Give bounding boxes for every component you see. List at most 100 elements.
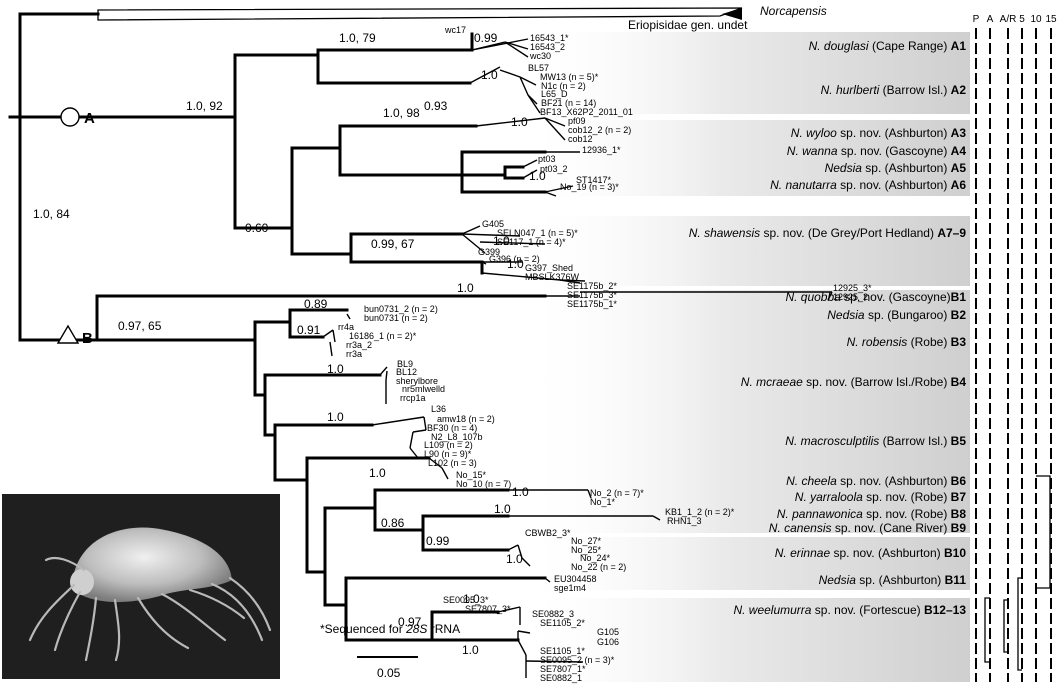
tip-label: No_10 (n = 7) <box>456 479 511 489</box>
clade-label: N. wanna sp. nov. (Gascoyne) A4 <box>787 144 967 158</box>
support-b7: 1.0 <box>512 485 529 499</box>
tip-label: 12925_2 <box>833 292 868 302</box>
support-b8-b10: 0.86 <box>381 516 405 530</box>
clade-label: Nedsia sp. (Ashburton) A5 <box>825 161 967 175</box>
tip-label: ST1417* <box>576 175 612 185</box>
tip-label: RHN1_3 <box>667 516 702 526</box>
tip-branch <box>479 241 546 245</box>
tip-label: 16186_1 (n = 2)* <box>349 331 417 341</box>
tip-label: 12936_1* <box>582 145 621 155</box>
clade-label: N. robensis (Robe) B3 <box>847 335 967 349</box>
support-a7-9: 0.99, 67 <box>371 237 415 251</box>
tip-label: SELN047_1 (n = 5)* <box>497 228 578 238</box>
tip-branch <box>544 185 574 193</box>
clade-code: B11 <box>945 573 967 587</box>
tip-branch <box>409 431 414 449</box>
tip-label: No_1* <box>590 497 616 507</box>
clade-label: N. mcraeae sp. nov. (Barrow Isl./Robe) B… <box>741 375 967 389</box>
clade-species: N. wanna <box>787 144 838 158</box>
clade-code: B5 <box>951 434 967 448</box>
support-b3: 0.91 <box>297 323 321 337</box>
clade-region: sp. nov. (Robe) <box>863 507 951 521</box>
clade-label: N. quobba sp. nov. (Gascoyne)B1 <box>785 290 966 304</box>
tip-label: SE1175b_2* <box>567 281 617 291</box>
tip-label: SE7807_1* <box>540 664 586 674</box>
support-clade-a: 1.0, 92 <box>186 99 223 113</box>
tip-label: G399 <box>478 247 500 257</box>
tip-label: EU304458 <box>554 574 597 584</box>
clade-species: N. mcraeae <box>741 375 803 389</box>
tip-label: BF30 (n = 4) <box>427 423 477 433</box>
tip-label: rr3a <box>346 349 362 359</box>
clade-region: sp. nov. (Ashburton) <box>837 126 951 140</box>
tip-branch <box>461 233 521 237</box>
scale-bar: 0.05 <box>357 656 418 680</box>
clade-region: sp. nov. (Ashburton) <box>830 546 944 560</box>
tip-label: G105 <box>597 627 619 637</box>
scale-bar-label: 0.05 <box>377 666 401 680</box>
clade-species: N. quobba <box>785 290 841 304</box>
tip-label: MBSLK376W <box>525 272 580 282</box>
outgroup: Norcapensis Eriopisidae gen. undet <box>97 4 827 32</box>
column-brackets <box>984 475 1051 671</box>
tip-label: rr4a <box>338 322 354 332</box>
tip-branch <box>332 329 336 343</box>
tip-branch <box>544 117 566 141</box>
tip-branch <box>507 544 519 551</box>
clade-species: N. nanutarra <box>770 178 837 192</box>
tip-label: SE0095_3* <box>443 595 489 605</box>
clade-label: N. weelumurra sp. nov. (Fortescue) B12–1… <box>733 603 966 617</box>
tip-branch <box>461 225 481 235</box>
tip-label: BL9 <box>397 359 413 369</box>
column-header-5: 5 <box>1019 14 1025 25</box>
tip-label: SE117_1 (n = 4)* <box>497 237 566 247</box>
tip-label: No_27* <box>571 536 602 546</box>
tip-label: pt03 <box>538 154 556 164</box>
column-header-a: A <box>987 14 994 25</box>
clade-code: B3 <box>951 335 967 349</box>
triangle-icon <box>56 324 80 344</box>
clade-region: sp. nov. (Gascoyne) <box>841 290 951 304</box>
clade-band <box>520 216 970 286</box>
tip-label: L65_D <box>541 89 568 99</box>
tip-label: rr3a_2 <box>346 340 372 350</box>
amphipod-photo <box>2 494 280 679</box>
tip-label: bun0731_2 (n = 2) <box>364 304 438 314</box>
tip-label: No_15* <box>456 470 487 480</box>
clade-region: sp. (Ashburton) <box>856 573 945 587</box>
clade-band <box>520 598 970 682</box>
clade-band <box>520 290 970 303</box>
tip-branch <box>497 606 521 613</box>
tip-label: rrcp1a <box>400 393 426 403</box>
footnote-prefix: *Sequenced for <box>320 622 406 636</box>
clade-band <box>520 489 970 503</box>
clade-label: N. wyloo sp. nov. (Ashburton) A3 <box>791 126 967 140</box>
clade-labels: N. douglasi (Cape Range) A1N. hurlberti … <box>689 39 967 617</box>
clade-label: N. canensis sp. nov. (Cane River) B9 <box>769 521 967 535</box>
tip-label: SE1175b_1* <box>567 299 617 309</box>
clade-label: N. hurlberti (Barrow Isl.) A2 <box>821 83 967 97</box>
clade-code: B6 <box>951 474 967 488</box>
clade-species: Nedsia <box>827 308 865 322</box>
tip-branch <box>519 76 537 86</box>
tip-branch <box>412 429 427 433</box>
support-b6: 1.0 <box>369 466 386 480</box>
clade-region: (Robe) <box>907 335 950 349</box>
tip-label: nr5mlwelld <box>402 384 445 394</box>
clade-region: sp. nov. (De Grey/Port Hedland) <box>760 226 937 240</box>
support-a7-sub2: 1.0 <box>507 257 524 271</box>
tip-label: SE0882_3 <box>532 609 574 619</box>
clade-species: N. cheela <box>786 474 837 488</box>
clade-label: N. macrosculptilis (Barrow Isl.) B5 <box>785 434 966 448</box>
clade-species: N. shawensis <box>689 226 760 240</box>
tip-label: BF13_X62P2_2011_01 <box>540 107 633 117</box>
clade-band <box>520 120 970 145</box>
support-b10: 0.99 <box>426 534 450 548</box>
tip-label: SE0882_1 <box>540 673 582 683</box>
tip-label: bun0731 (n = 2) <box>364 313 428 323</box>
support-b8: 1.0 <box>494 502 511 516</box>
tip-label: L90 (n = 9)* <box>424 449 472 459</box>
column-headers: P A A/R 5 10 15 <box>973 14 1057 25</box>
tip-branch <box>521 557 531 567</box>
tip-label: G106 <box>597 637 619 647</box>
